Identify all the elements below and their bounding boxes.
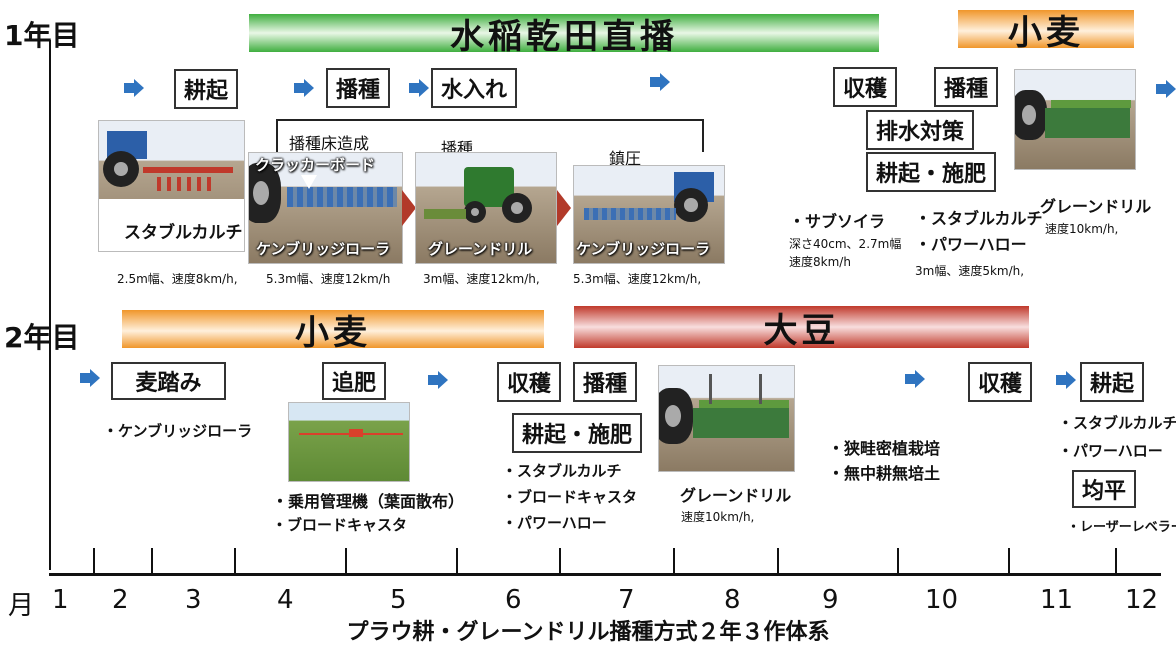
axis-tick — [234, 548, 236, 574]
month-axis-line — [49, 573, 1161, 576]
cambridge-roller-1-spec: 5.3m幅、速度12km/h — [266, 272, 391, 286]
axis-tick — [456, 548, 458, 574]
photo-cambridge-roller-1 — [248, 152, 403, 264]
month-2: 2 — [112, 585, 129, 615]
month-4: 4 — [277, 585, 294, 615]
step-till-fert-y2: 耕起・施肥 — [512, 413, 643, 453]
note-stubble-cultivator-y1: ・スタブルカルチ — [915, 209, 1043, 228]
band-wheat-y1: 小麦 — [958, 10, 1134, 53]
seedbed-bracket — [276, 119, 704, 152]
note-subsoiler: ・サブソイラ — [789, 212, 886, 231]
step-sowing-wheat-y1: 播種 — [934, 67, 999, 107]
timeline-vertical-axis — [49, 40, 51, 570]
note-power-harrow-y2b: ・パワーハロー — [1058, 442, 1163, 460]
step-till-fert-y1: 耕起・施肥 — [866, 152, 997, 192]
year1-label: 1年目 — [4, 19, 80, 52]
chevron-right-icon — [402, 190, 416, 226]
photo-soybean-grain-drill — [658, 365, 795, 472]
photo-grain-drill-y1 — [415, 152, 557, 264]
step-drainage-y1: 排水対策 — [866, 110, 975, 150]
figure-caption: プラウ耕・グレーンドリル播種方式２年３作体系 — [346, 620, 830, 645]
year2-label: 2年目 — [4, 321, 80, 354]
axis-tick — [673, 548, 675, 574]
note-stubble-cultivator-y2b: ・スタブルカルチ — [1058, 414, 1176, 432]
note-riding-machine: ・乗用管理機（葉面散布） — [272, 492, 465, 511]
step-tillage-y2: 耕起 — [1080, 362, 1145, 402]
step-harvest-y1: 収穫 — [833, 67, 898, 107]
note-laser-leveler: ・レーザーレベラー — [1067, 520, 1176, 535]
photo-cambridge-roller-2 — [573, 165, 725, 264]
step-tillage-y1: 耕起 — [174, 69, 239, 109]
month-7: 7 — [618, 585, 635, 615]
photo-wheat-grain-drill — [1014, 69, 1136, 170]
step-sowing-y1: 播種 — [326, 68, 391, 108]
month-11: 11 — [1040, 585, 1074, 615]
axis-tick — [777, 548, 779, 574]
month-9: 9 — [822, 585, 839, 615]
stubble-cultivator-label: スタブルカルチ — [124, 223, 243, 243]
month-axis-label: 月 — [8, 591, 35, 621]
step-flooding-y1: 水入れ — [431, 68, 518, 108]
step-harvest-wheat-y2: 収穫 — [497, 362, 562, 402]
band-soybean: 大豆 — [574, 306, 1029, 351]
axis-tick — [559, 548, 561, 574]
note-harrow-spec: 3m幅、速度5km/h, — [915, 264, 1025, 278]
month-3: 3 — [185, 585, 202, 615]
grain-drill-y1-spec: 3m幅、速度12km/h, — [423, 272, 540, 286]
band-wheat-y2: 小麦 — [122, 310, 544, 353]
step-sowing-soy-y2: 播種 — [573, 362, 638, 402]
note-power-harrow-y2: ・パワーハロー — [502, 514, 607, 532]
month-8: 8 — [724, 585, 741, 615]
chevron-right-icon — [557, 190, 571, 226]
grain-drill-y1-label: グレーンドリル — [428, 240, 533, 258]
step-leveling-y2: 均平 — [1072, 470, 1137, 508]
photo-stubble-cultivator — [98, 120, 245, 252]
month-6: 6 — [505, 585, 522, 615]
note-subsoiler-spec2: 速度8km/h — [789, 255, 851, 269]
month-10: 10 — [925, 585, 959, 615]
month-12: 12 — [1125, 585, 1159, 615]
note-cambridge-roller-y2: ・ケンブリッジローラ — [103, 422, 253, 440]
cambridge-roller-2-label: ケンブリッジローラ — [576, 240, 711, 258]
seedbed-prep-title: 播種床造成 — [289, 134, 370, 153]
soybean-grain-drill-spec: 速度10km/h, — [681, 510, 755, 524]
axis-tick — [1008, 548, 1010, 574]
note-broadcaster2-y2: ・ブロードキャスタ — [502, 488, 638, 506]
month-5: 5 — [390, 585, 407, 615]
note-stubble-cultivator-y2: ・スタブルカルチ — [502, 462, 622, 480]
note-broadcaster-y2: ・ブロードキャスタ — [272, 516, 408, 534]
step-topdress-y2: 追肥 — [322, 362, 387, 400]
wheat-grain-drill-spec: 速度10km/h, — [1045, 222, 1119, 236]
soybean-grain-drill-label: グレーンドリル — [680, 486, 792, 505]
rolling-title: 鎮圧 — [609, 149, 642, 168]
note-power-harrow-y1: ・パワーハロー — [915, 235, 1027, 254]
photo-riding-sprayer — [288, 402, 410, 482]
note-subsoiler-spec1: 深さ40cm、2.7m幅 — [789, 237, 902, 251]
axis-tick — [897, 548, 899, 574]
note-no-cultivation: ・無中耕無培土 — [828, 464, 941, 483]
stubble-cultivator-spec: 2.5m幅、速度8km/h, — [117, 272, 238, 286]
cambridge-roller-2-spec: 5.3m幅、速度12km/h, — [573, 272, 702, 286]
month-1: 1 — [52, 585, 69, 615]
band-rice-direct-seeding: 水稲乾田直播 — [249, 14, 879, 57]
wheat-grain-drill-label: グレーンドリル — [1040, 197, 1152, 216]
axis-tick — [93, 548, 95, 574]
note-narrow-row: ・狭畦密植栽培 — [828, 439, 941, 458]
step-harvest-soy-y2: 収穫 — [968, 362, 1033, 402]
cambridge-roller-1-label: ケンブリッジローラ — [256, 240, 391, 258]
axis-tick — [151, 548, 153, 574]
axis-tick — [345, 548, 347, 574]
axis-tick — [1115, 548, 1117, 574]
step-trampling-y2: 麦踏み — [111, 362, 226, 400]
crackerboard-label: クラッカーボード — [255, 156, 376, 174]
